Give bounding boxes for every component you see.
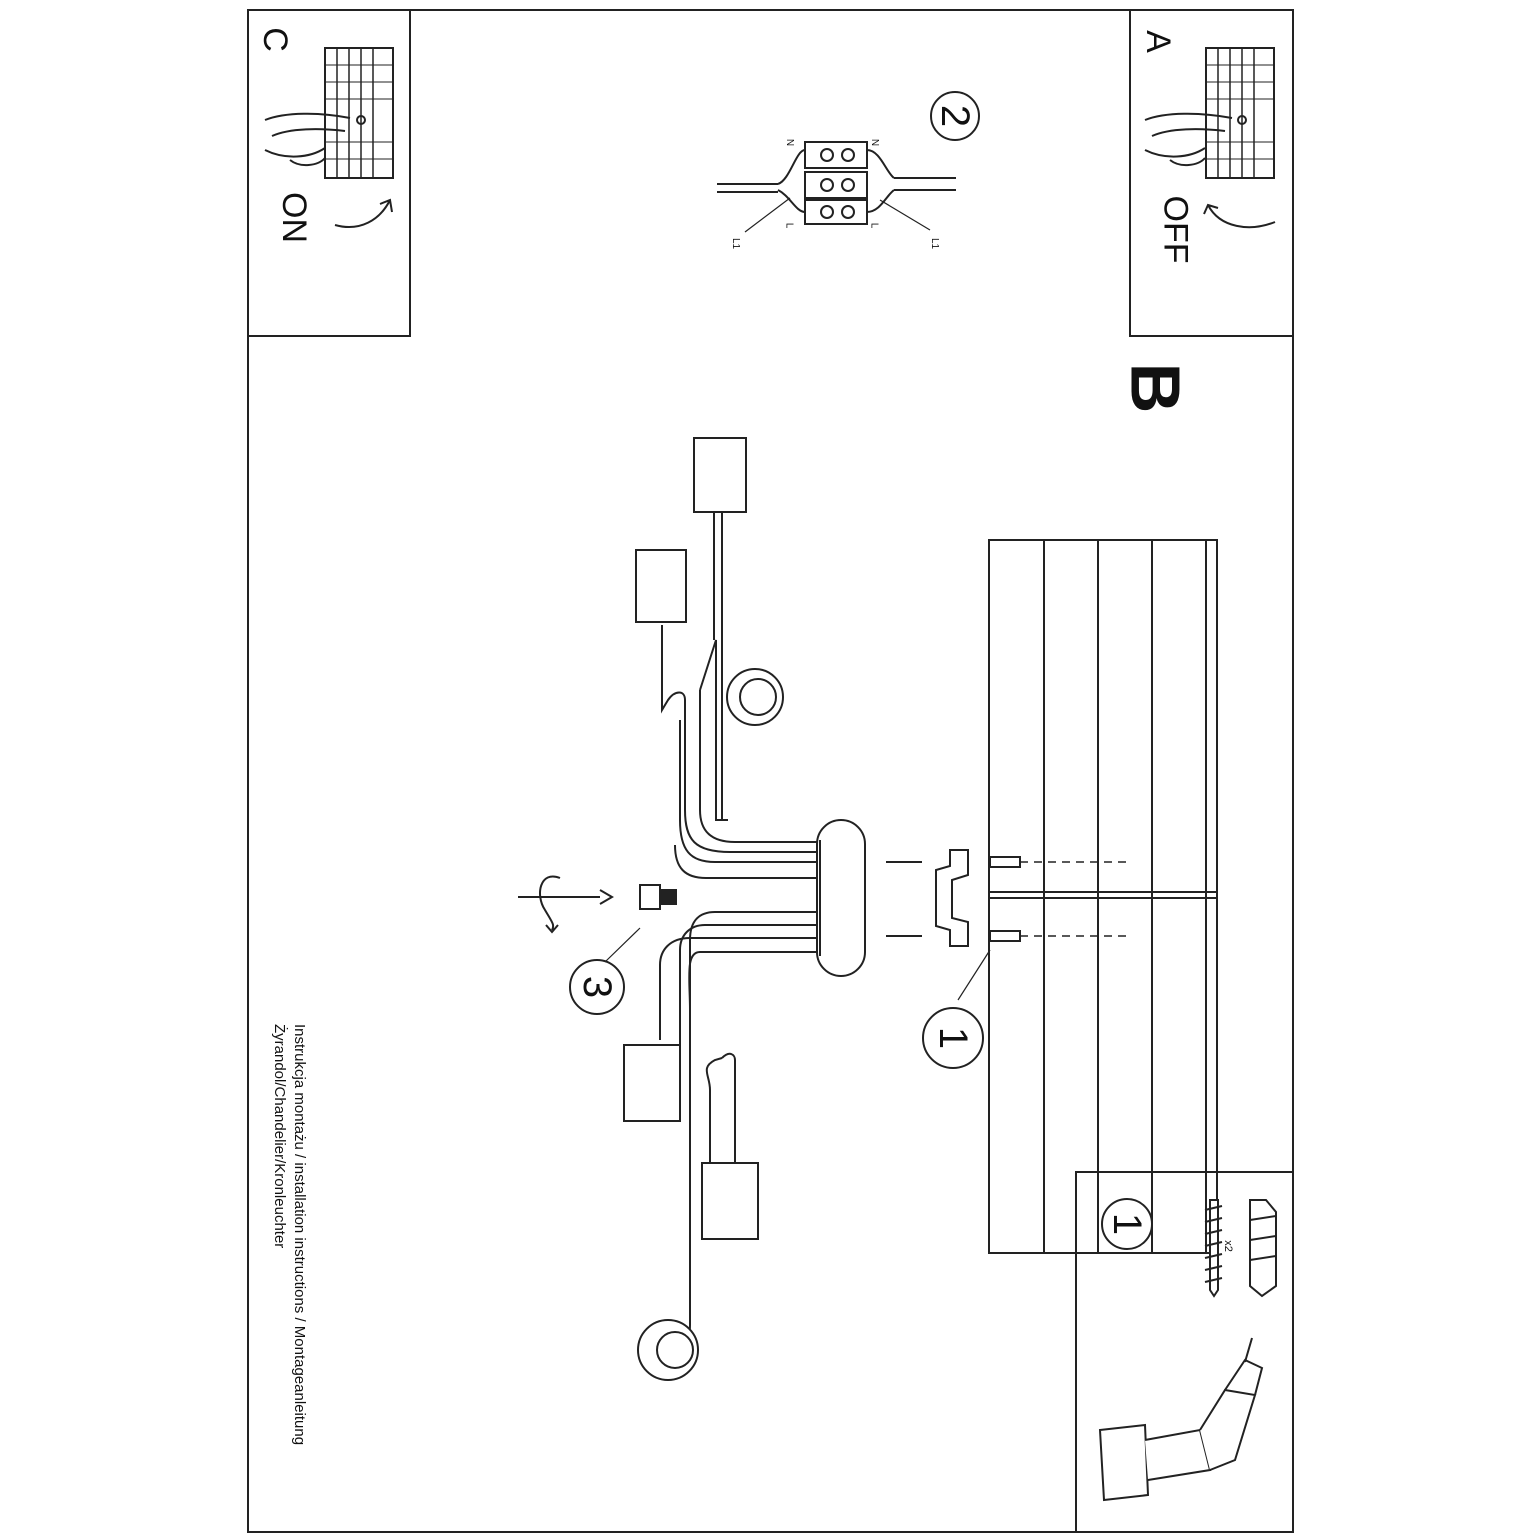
hand-switch-icon [264,47,394,179]
wall-plug-icon [1249,1199,1277,1298]
step-2-marker: 2 [930,91,980,141]
terminal-block-icon [717,141,956,233]
arrow-icon [334,198,393,228]
screw-icon [886,856,1021,942]
parts-box [1075,1171,1294,1533]
panel-a [1129,9,1294,337]
ceiling-boards [988,539,1218,1254]
bolt-icon [639,884,661,910]
drill-icon [1098,1337,1264,1502]
chandelier-icon [623,437,866,1381]
screw-icon [1204,1199,1223,1298]
arrow-icon [1203,203,1276,229]
step-3-marker: 3 [569,959,625,1015]
step-1-marker: 1 [922,1007,984,1069]
panel-c [247,9,411,337]
rotation-arrow-icon [539,875,561,934]
hand-switch-icon [1144,47,1275,179]
sheet-frame [247,9,1294,1533]
bracket-icon [935,849,969,947]
